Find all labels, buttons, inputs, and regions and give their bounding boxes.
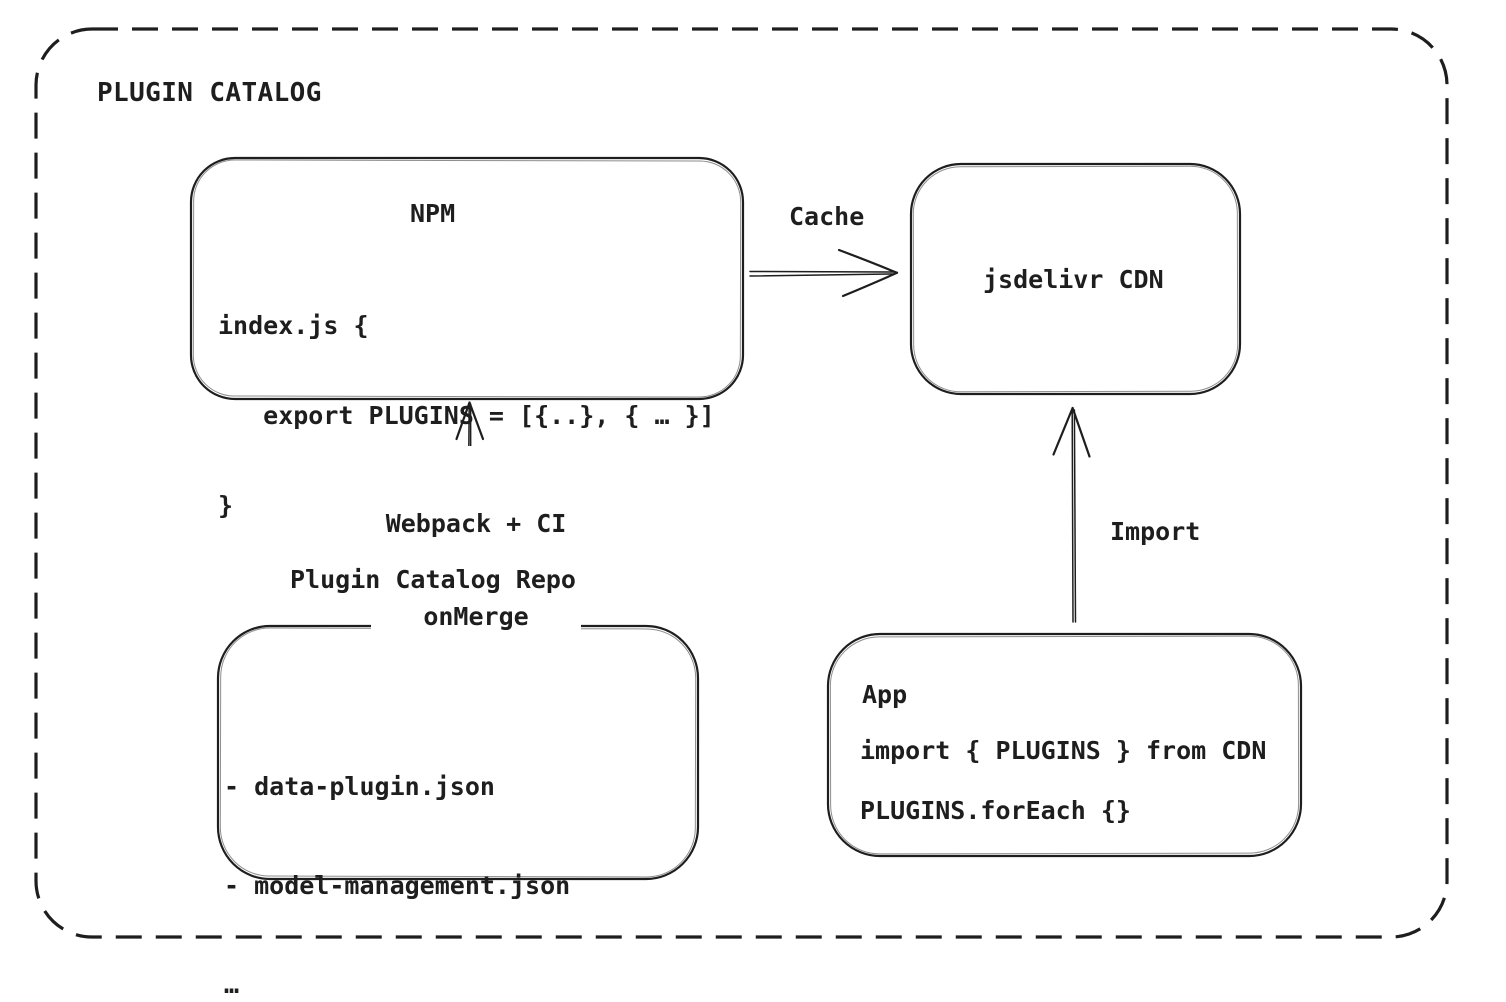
repo-file-item: … bbox=[224, 970, 240, 999]
app-box bbox=[826, 632, 1303, 858]
repo-box-label: Plugin Catalog Repo bbox=[290, 565, 576, 594]
repo-file-list: - data-plugin.json - model-management.js… bbox=[224, 704, 570, 1002]
npm-code-line: } bbox=[218, 491, 234, 520]
repo-file-item: - model-management.json bbox=[224, 871, 571, 900]
build-arrow-label: Webpack + CI onMerge bbox=[371, 446, 581, 694]
npm-box-title: NPM bbox=[410, 199, 456, 228]
diagram-title: PLUGIN CATALOG bbox=[97, 78, 322, 108]
import-arrow-label: Import bbox=[1110, 517, 1201, 546]
app-code-line: PLUGINS.forEach {} bbox=[860, 796, 1131, 825]
npm-code-line: index.js { bbox=[218, 311, 369, 340]
repo-file-item: - data-plugin.json bbox=[224, 772, 495, 801]
build-arrow-label-line1: Webpack + CI bbox=[385, 509, 567, 538]
cache-arrow-label: Cache bbox=[789, 202, 865, 231]
npm-code-block: index.js { export PLUGINS = [{..}, { … }… bbox=[218, 251, 715, 581]
build-arrow-label-line2: onMerge bbox=[423, 602, 529, 631]
app-box-title: App bbox=[862, 680, 908, 709]
cache-arrow bbox=[749, 248, 899, 298]
npm-code-line: export PLUGINS = [{..}, { … }] bbox=[218, 401, 715, 430]
npm-box bbox=[189, 156, 745, 401]
cdn-box-label: jsdelivr CDN bbox=[983, 265, 1164, 294]
plugin-catalog-frame bbox=[34, 27, 1449, 939]
import-arrow bbox=[1052, 406, 1091, 623]
app-code-line: import { PLUGINS } from CDN bbox=[860, 736, 1267, 765]
cdn-box bbox=[909, 162, 1242, 396]
